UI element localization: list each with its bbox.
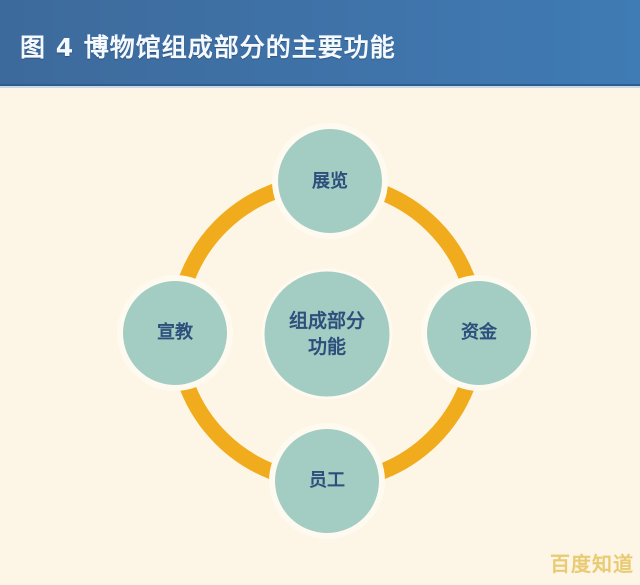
title-banner: 图 4 博物馆组成部分的主要功能 bbox=[0, 0, 640, 86]
node-left-circle bbox=[123, 281, 227, 385]
center-label-line2: 功能 bbox=[307, 336, 347, 358]
watermark: 百度知道 bbox=[550, 552, 634, 576]
node-right-circle bbox=[427, 281, 531, 385]
node-bottom-circle bbox=[275, 429, 379, 533]
node-top-label: 展览 bbox=[312, 171, 348, 192]
node-right-label: 资金 bbox=[461, 322, 497, 343]
node-left-label: 宣教 bbox=[157, 322, 193, 343]
center-node-label: 组成部分 功能 bbox=[289, 308, 365, 360]
figure-title: 图 4 博物馆组成部分的主要功能 bbox=[20, 33, 396, 62]
center-circle bbox=[261, 268, 393, 400]
center-label-line1: 组成部分 bbox=[288, 310, 366, 332]
node-bottom-label: 员工 bbox=[309, 470, 345, 491]
node-top-circle bbox=[278, 129, 382, 233]
